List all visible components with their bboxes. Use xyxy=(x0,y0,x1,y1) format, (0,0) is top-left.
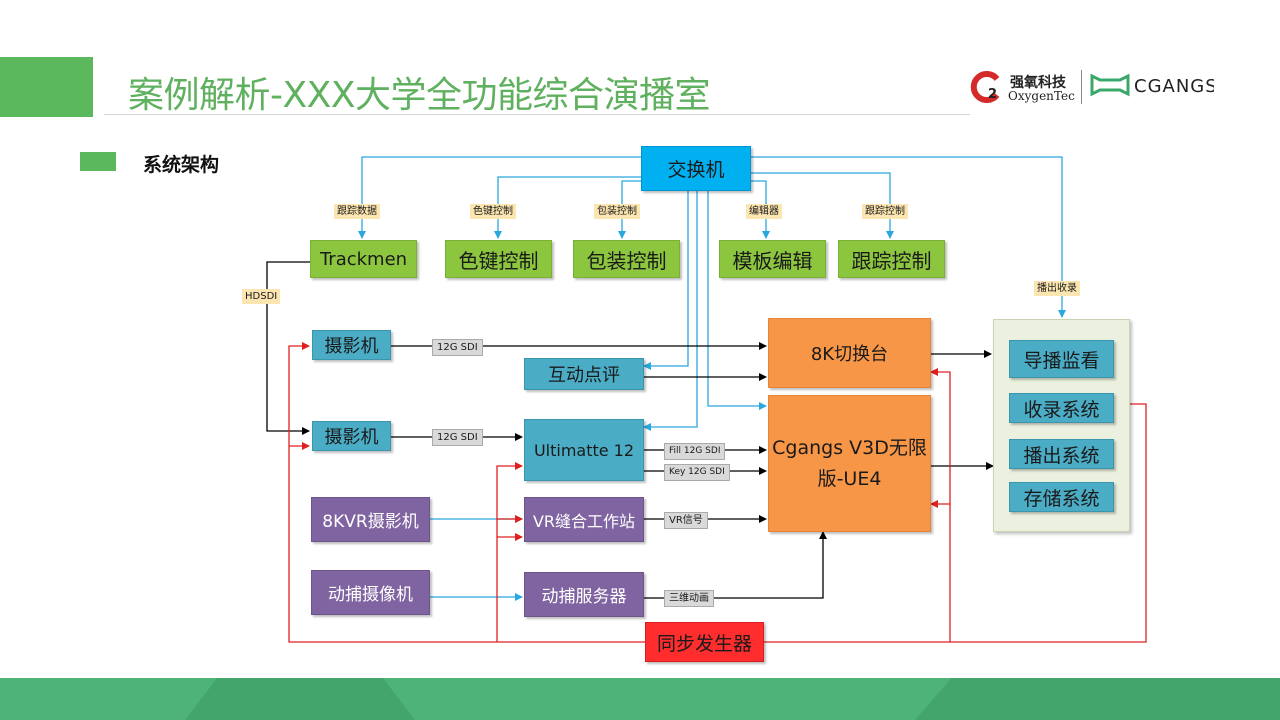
node-mocap-camera: 动捕摄像机 xyxy=(311,570,430,615)
label-fill: Fill 12G SDI xyxy=(664,443,726,460)
node-record-system: 收录系统 xyxy=(1009,393,1114,423)
node-camera-1: 摄影机 xyxy=(312,330,391,360)
node-8kvr-camera: 8KVR摄影机 xyxy=(311,497,430,542)
cgangs-logo-text: CGANGS xyxy=(1134,76,1214,97)
label-tracking-control: 跟踪控制 xyxy=(862,204,908,219)
node-ultimatte: Ultimatte 12 xyxy=(524,419,644,481)
label-playout-record: 播出收录 xyxy=(1034,281,1080,296)
svg-text:2: 2 xyxy=(988,87,997,102)
page-title: 案例解析-XXX大学全功能综合演播室 xyxy=(128,75,710,116)
node-trackmen: Trackmen xyxy=(310,240,417,278)
footer-shape-right xyxy=(915,678,1280,720)
cgangs-v3d-line-2: 版-UE4 xyxy=(817,467,882,490)
section-title: 系统架构 xyxy=(143,154,220,176)
cgangs-v3d-line-1: Cgangs V3D无限 xyxy=(772,436,927,459)
oxygentec-logo-icon: 2 xyxy=(970,71,1000,103)
node-template-editor: 模板编辑 xyxy=(719,240,826,278)
label-12g-sdi-1: 12G SDI xyxy=(432,339,483,356)
label-hdsdi: HDSDI xyxy=(242,289,281,304)
node-mocap-server: 动捕服务器 xyxy=(524,572,644,617)
node-director-monitor: 导播监看 xyxy=(1009,340,1114,378)
label-3d-animation: 三维动画 xyxy=(664,590,714,607)
node-tracking-control: 跟踪控制 xyxy=(838,240,945,278)
node-playout-system: 播出系统 xyxy=(1009,439,1114,469)
logo-separator xyxy=(1081,70,1082,104)
node-cgangs-v3d: Cgangs V3D无限 版-UE4 xyxy=(768,395,931,532)
label-tracking-data: 跟踪数据 xyxy=(334,204,380,219)
node-8k-switcher: 8K切换台 xyxy=(768,318,931,388)
node-packaging-control: 包装控制 xyxy=(573,240,680,278)
section-marker xyxy=(80,152,116,171)
header-accent-bar xyxy=(0,57,93,117)
node-camera-2: 摄影机 xyxy=(312,421,391,451)
label-chroma-control: 色键控制 xyxy=(470,204,516,219)
label-packaging-control: 包装控制 xyxy=(594,204,640,219)
cgangs-logo: CGANGS xyxy=(1090,73,1214,97)
label-key: Key 12G SDI xyxy=(664,464,730,481)
header-divider xyxy=(104,114,970,115)
logo-english-text: OxygenTec xyxy=(1008,89,1075,103)
sync-lines xyxy=(288,342,1147,643)
label-editor: 编辑器 xyxy=(746,204,782,219)
node-vr-stitch-workstation: VR缝合工作站 xyxy=(524,497,644,542)
node-storage-system: 存储系统 xyxy=(1009,482,1114,512)
node-sync-generator: 同步发生器 xyxy=(645,622,764,662)
node-switch: 交换机 xyxy=(641,146,751,191)
logo-chinese-text: 强氧科技 xyxy=(1010,75,1066,91)
footer-shape-left xyxy=(185,678,415,720)
label-vr-signal: VR信号 xyxy=(664,512,708,529)
label-12g-sdi-2: 12G SDI xyxy=(432,429,483,446)
node-interactive-review: 互动点评 xyxy=(524,358,644,390)
node-chroma-control: 色键控制 xyxy=(445,240,552,278)
